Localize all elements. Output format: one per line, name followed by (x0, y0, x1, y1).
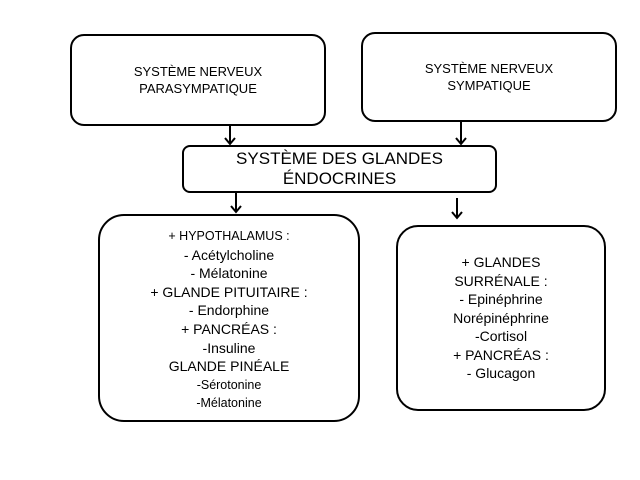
box-label-line: SYSTÈME NERVEUX (424, 61, 554, 76)
gland-heading: + PANCRÉAS : (453, 346, 549, 363)
parasympathetic-nervous-system-box: SYSTÈME NERVEUX PARASYMPATIQUE (70, 34, 326, 126)
hormone-item: - Epinéphrine (459, 291, 543, 308)
hormone-item: Norépinéphrine (453, 309, 549, 326)
gland-heading: + GLANDE PITUITAIRE : (150, 283, 308, 300)
gland-heading: SURRÉNALE : (454, 272, 548, 289)
hormone-item: -Sérotonine (196, 377, 262, 392)
box-label-line: SYSTÈME NERVEUX (133, 64, 263, 79)
hormone-item: -Cortisol (474, 328, 528, 345)
gland-heading: + PANCRÉAS : (181, 321, 277, 337)
gland-heading: + GLANDES (461, 254, 541, 271)
arrow-endocrine-to-left-box (230, 193, 242, 214)
hormone-item: - Mélatonine (190, 265, 268, 282)
hypothalamus-pituitary-pancreas-pineal-box: + HYPOTHALAMUS : - Acétylcholine - Mélat… (98, 214, 360, 422)
arrow-sympathetic-to-endocrine (455, 122, 467, 146)
adrenal-pancreas-box: + GLANDES SURRÉNALE : - Epinéphrine Noré… (396, 225, 606, 411)
hormone-item: - Glucagon (466, 365, 536, 382)
hormone-item: -Insuline (202, 339, 256, 356)
box-label-line: SYMPATIQUE (447, 78, 531, 93)
hormone-item: - Acétylcholine (183, 246, 275, 263)
hormone-item: -Mélatonine (196, 396, 262, 411)
arrow-endocrine-to-right-box (451, 198, 463, 220)
gland-heading: GLANDE PINÉALE (168, 358, 290, 375)
hormone-item: - Endorphine (188, 302, 270, 319)
box-label-line: SYSTÈME DES GLANDES (236, 149, 443, 168)
sympathetic-nervous-system-box: SYSTÈME NERVEUX SYMPATIQUE (361, 32, 617, 122)
endocrine-glands-system-box: SYSTÈME DES GLANDES ÉNDOCRINES (182, 145, 497, 193)
arrow-parasympathetic-to-endocrine (224, 126, 236, 146)
box-label-line: PARASYMPATIQUE (139, 81, 257, 96)
box-label-line: ÉNDOCRINES (282, 169, 397, 188)
gland-heading: + HYPOTHALAMUS : (168, 229, 290, 244)
